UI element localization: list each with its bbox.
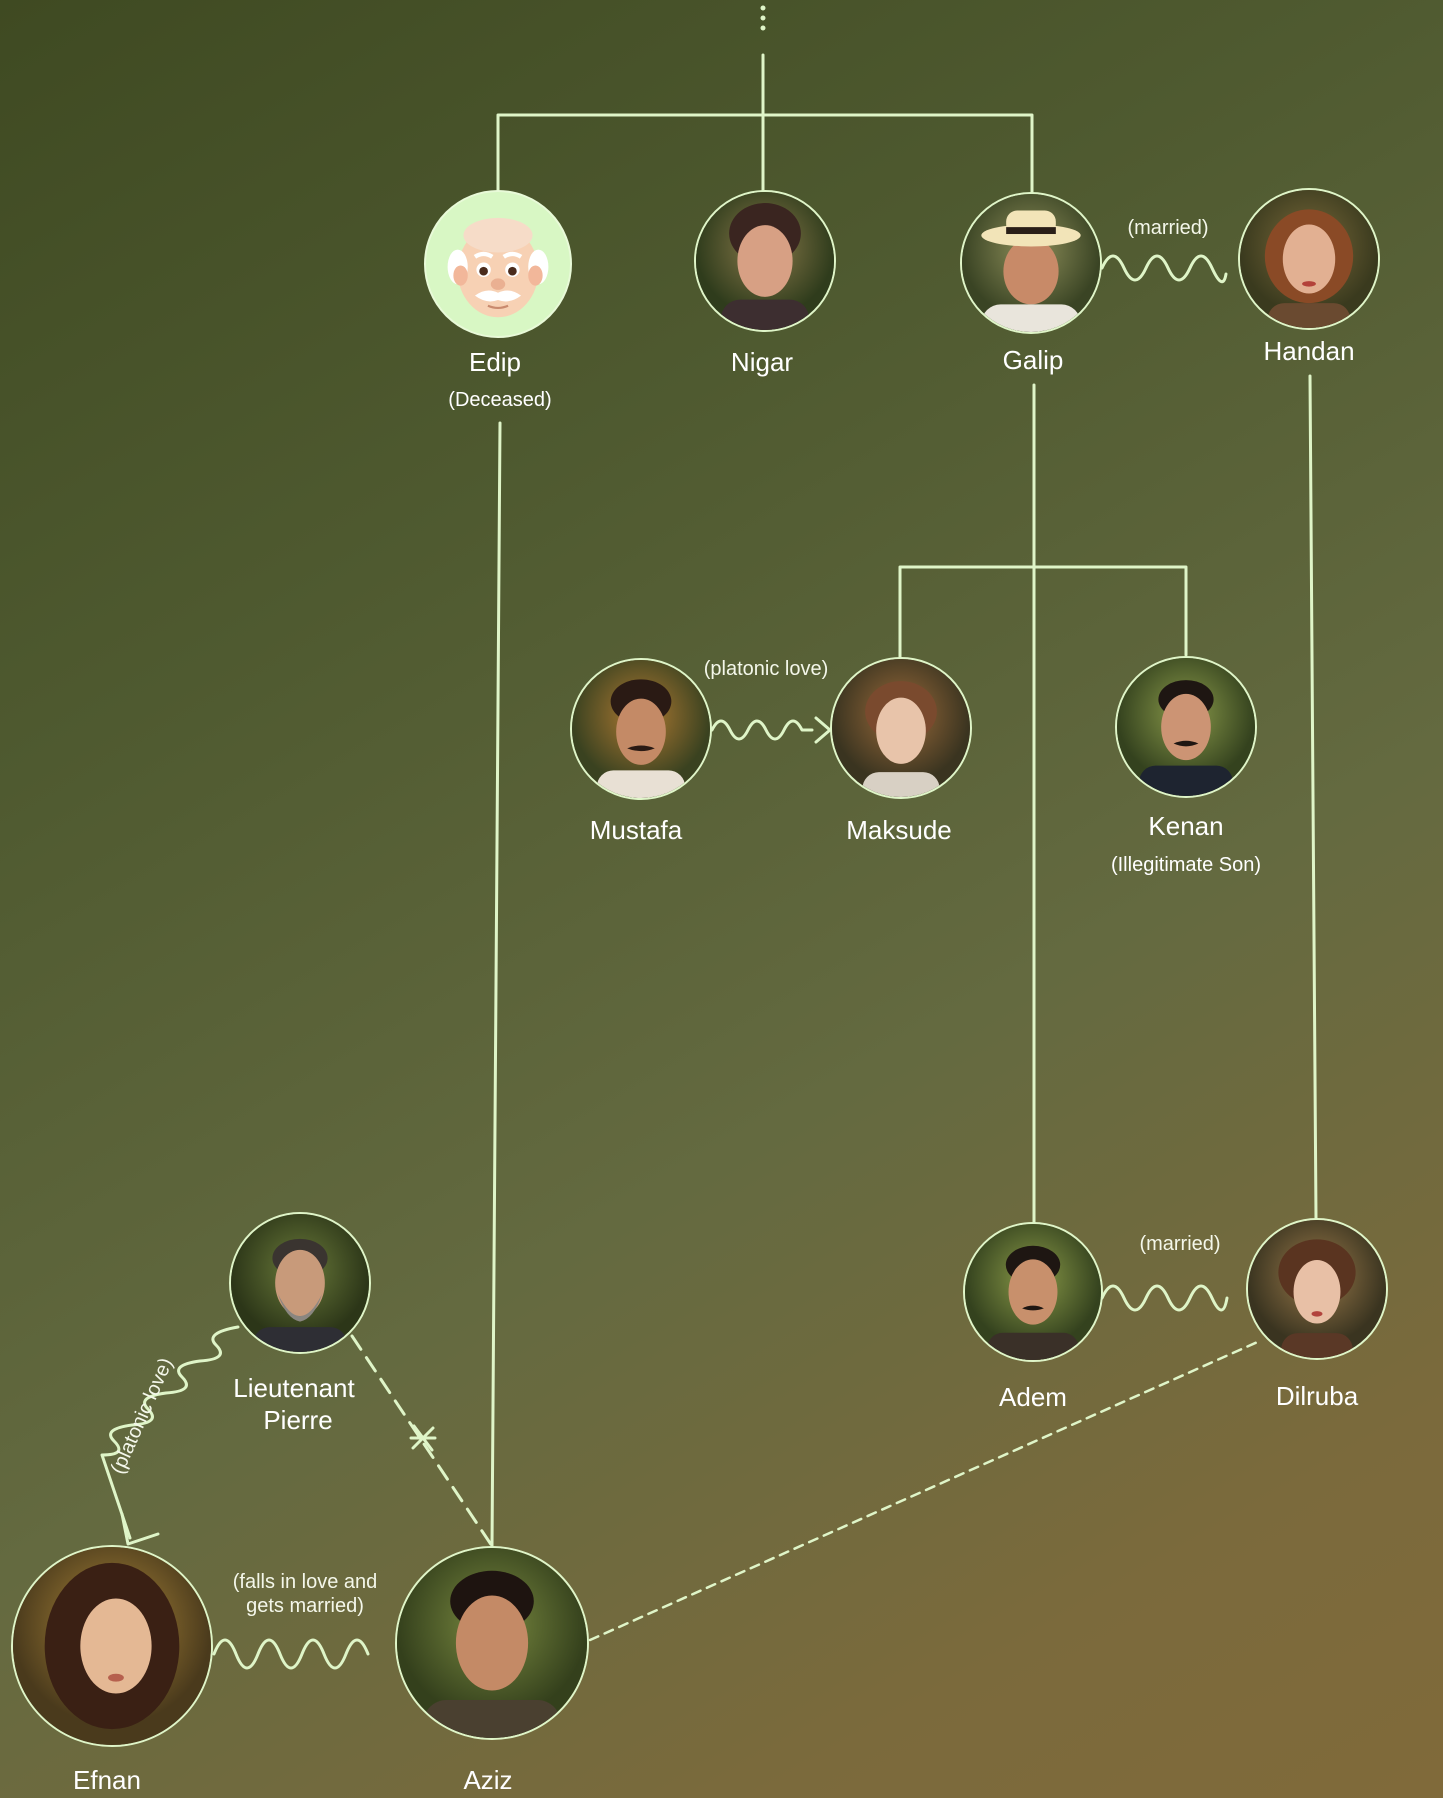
galip-handan-wave (1100, 254, 1228, 284)
arrow-head (814, 716, 832, 744)
edip-note: (Deceased) (448, 389, 552, 411)
handan-dilruba-line (1308, 374, 1318, 1220)
pierre-name-line2: Pierre (263, 1405, 333, 1435)
kenan-name: Kenan (1148, 811, 1224, 841)
dilruba-name: Dilruba (1275, 1381, 1359, 1411)
efnan-avatar[interactable] (11, 1545, 213, 1747)
galip-children-branch (898, 565, 1188, 659)
kenan-note: (Illegitimate Son) (1110, 854, 1262, 876)
adem-avatar[interactable] (963, 1222, 1103, 1362)
mustafa-name: Mustafa (589, 815, 683, 845)
adem-dilruba-wave (1100, 1284, 1229, 1312)
pierre-avatar[interactable] (229, 1212, 371, 1354)
old-man-emoji-icon (447, 217, 549, 318)
edip-name: Edip (468, 347, 522, 377)
dilruba-avatar[interactable] (1246, 1218, 1388, 1360)
galip-handan-relation: (married) (1127, 217, 1209, 239)
galip-avatar[interactable] (960, 192, 1102, 334)
ellipsis-dot (760, 5, 766, 11)
nigar-name: Nigar (730, 347, 794, 377)
galip-name: Galip (1002, 345, 1064, 375)
nigar-avatar[interactable] (694, 190, 836, 332)
adem-dilruba-relation: (married) (1139, 1233, 1221, 1255)
adem-name: Adem (999, 1382, 1067, 1412)
aziz-name: Aziz (463, 1765, 513, 1795)
mustafa-maksude-relation: (platonic love) (703, 658, 829, 680)
maksude-name: Maksude (846, 815, 952, 845)
handan-name: Handan (1263, 336, 1355, 366)
handan-avatar[interactable] (1238, 188, 1380, 330)
pierre-efnan-wave (100, 1325, 240, 1540)
pierre-aziz-dashed (350, 1334, 494, 1548)
maksude-avatar[interactable] (830, 657, 972, 799)
efnan-name: Efnan (73, 1765, 141, 1795)
ellipsis-dot (760, 25, 766, 31)
efnan-aziz-wave (212, 1638, 370, 1670)
arrow-head (120, 1512, 160, 1546)
edip-avatar[interactable] (424, 190, 572, 338)
kenan-avatar[interactable] (1115, 656, 1257, 798)
edip-aziz-line (490, 421, 502, 1548)
efnan-aziz-relation-line1: (falls in love and (232, 1571, 378, 1593)
mustafa-avatar[interactable] (570, 658, 712, 800)
top-branch-line (496, 53, 1034, 194)
pierre-name-line1: Lieutenant (233, 1373, 355, 1403)
star-marker (409, 1424, 437, 1452)
ellipsis-dot (760, 15, 766, 21)
aziz-dilruba-dotted (588, 1338, 1264, 1642)
efnan-aziz-relation-line2: gets married) (246, 1595, 364, 1617)
mustafa-maksude-wave (710, 719, 814, 741)
aziz-avatar[interactable] (395, 1546, 589, 1740)
